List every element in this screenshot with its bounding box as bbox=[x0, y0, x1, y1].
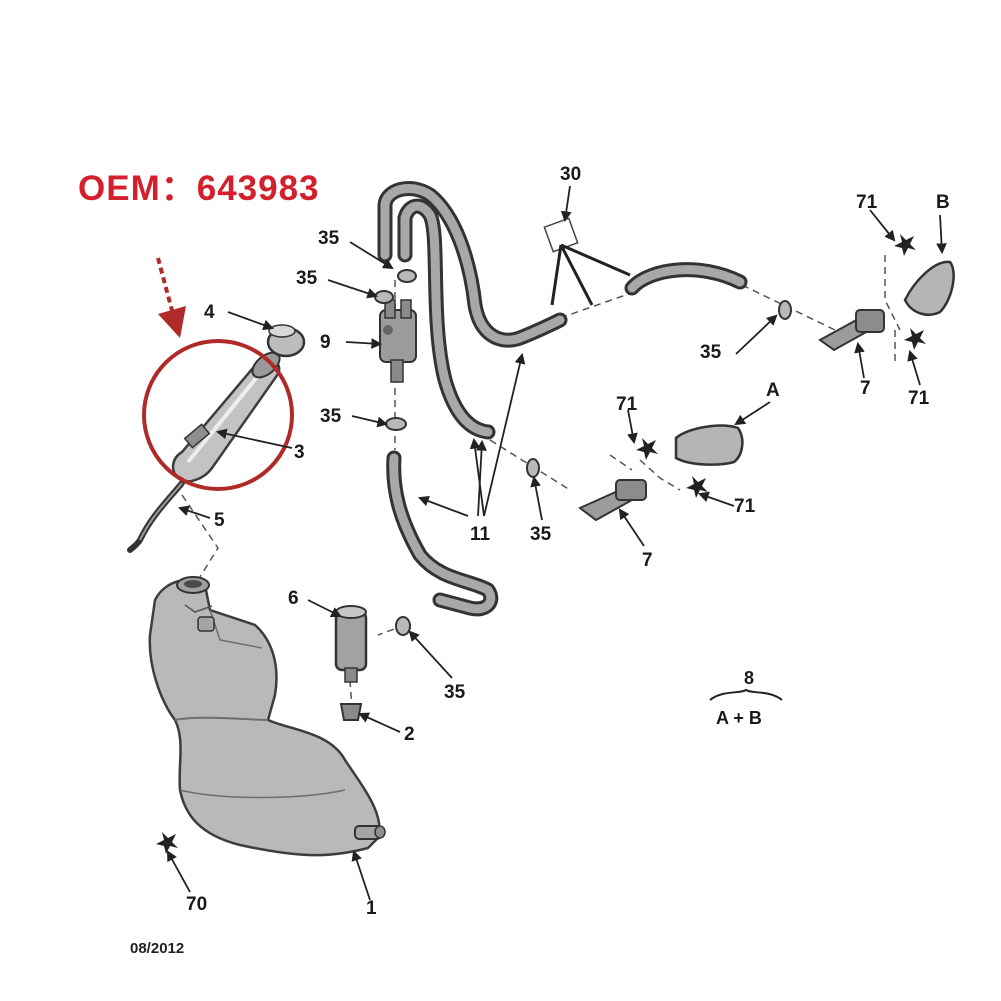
callout-1: 1 bbox=[366, 898, 377, 919]
callout-70: 70 bbox=[186, 894, 207, 915]
level-hose bbox=[127, 480, 185, 553]
callout-B: B bbox=[936, 192, 950, 213]
callout-35-far-right: 35 bbox=[700, 342, 722, 363]
callout-5: 5 bbox=[214, 510, 225, 531]
oem-part-number: OEM：643983 bbox=[78, 169, 320, 208]
callout-35-upper-clamp: 35 bbox=[318, 228, 340, 249]
leader-lines bbox=[166, 185, 947, 901]
diagram-date: 08/2012 bbox=[130, 940, 185, 957]
filler-neck bbox=[171, 351, 281, 483]
pump-grommet bbox=[339, 703, 363, 721]
filler-cap bbox=[266, 324, 306, 358]
callout-71-bottom-right: 71 bbox=[908, 388, 930, 409]
headlamp-washer-left bbox=[578, 424, 744, 522]
callout-labels: 30 35 35 4 9 35 3 5 11 35 7 A 71 71 71 B… bbox=[186, 164, 950, 919]
callout-30: 30 bbox=[560, 164, 581, 185]
callout-2: 2 bbox=[404, 724, 415, 745]
group-parts: A + B bbox=[716, 708, 762, 728]
callout-3: 3 bbox=[294, 442, 305, 463]
callout-A: A bbox=[766, 380, 780, 401]
washer-pump bbox=[334, 605, 368, 683]
assembly-group-legend: 8 A + B bbox=[709, 668, 783, 728]
callout-35-upper-left: 35 bbox=[296, 268, 318, 289]
hose-clamps bbox=[374, 269, 792, 636]
callout-6: 6 bbox=[288, 588, 299, 609]
washer-reservoir bbox=[148, 576, 386, 857]
hose-clip bbox=[543, 217, 631, 306]
callout-4: 4 bbox=[204, 302, 215, 323]
callout-35-lower-left: 35 bbox=[444, 682, 466, 703]
callout-7-right: 7 bbox=[860, 378, 871, 399]
callout-35-middle: 35 bbox=[320, 406, 342, 427]
callout-71-right-of-A: 71 bbox=[734, 496, 756, 517]
group-number: 8 bbox=[744, 668, 754, 688]
washer-hoses bbox=[377, 180, 748, 617]
callout-7-left: 7 bbox=[642, 550, 653, 571]
hose-junction bbox=[379, 299, 417, 383]
callout-11: 11 bbox=[470, 524, 491, 545]
callout-71-upper-left: 71 bbox=[616, 394, 638, 415]
callout-35-lower-right: 35 bbox=[530, 524, 552, 545]
callout-71-top-right: 71 bbox=[856, 192, 878, 213]
callout-9: 9 bbox=[320, 332, 331, 353]
highlight-marker bbox=[142, 257, 294, 491]
headlamp-washer-right bbox=[818, 260, 955, 352]
fastener-markers bbox=[156, 234, 926, 854]
